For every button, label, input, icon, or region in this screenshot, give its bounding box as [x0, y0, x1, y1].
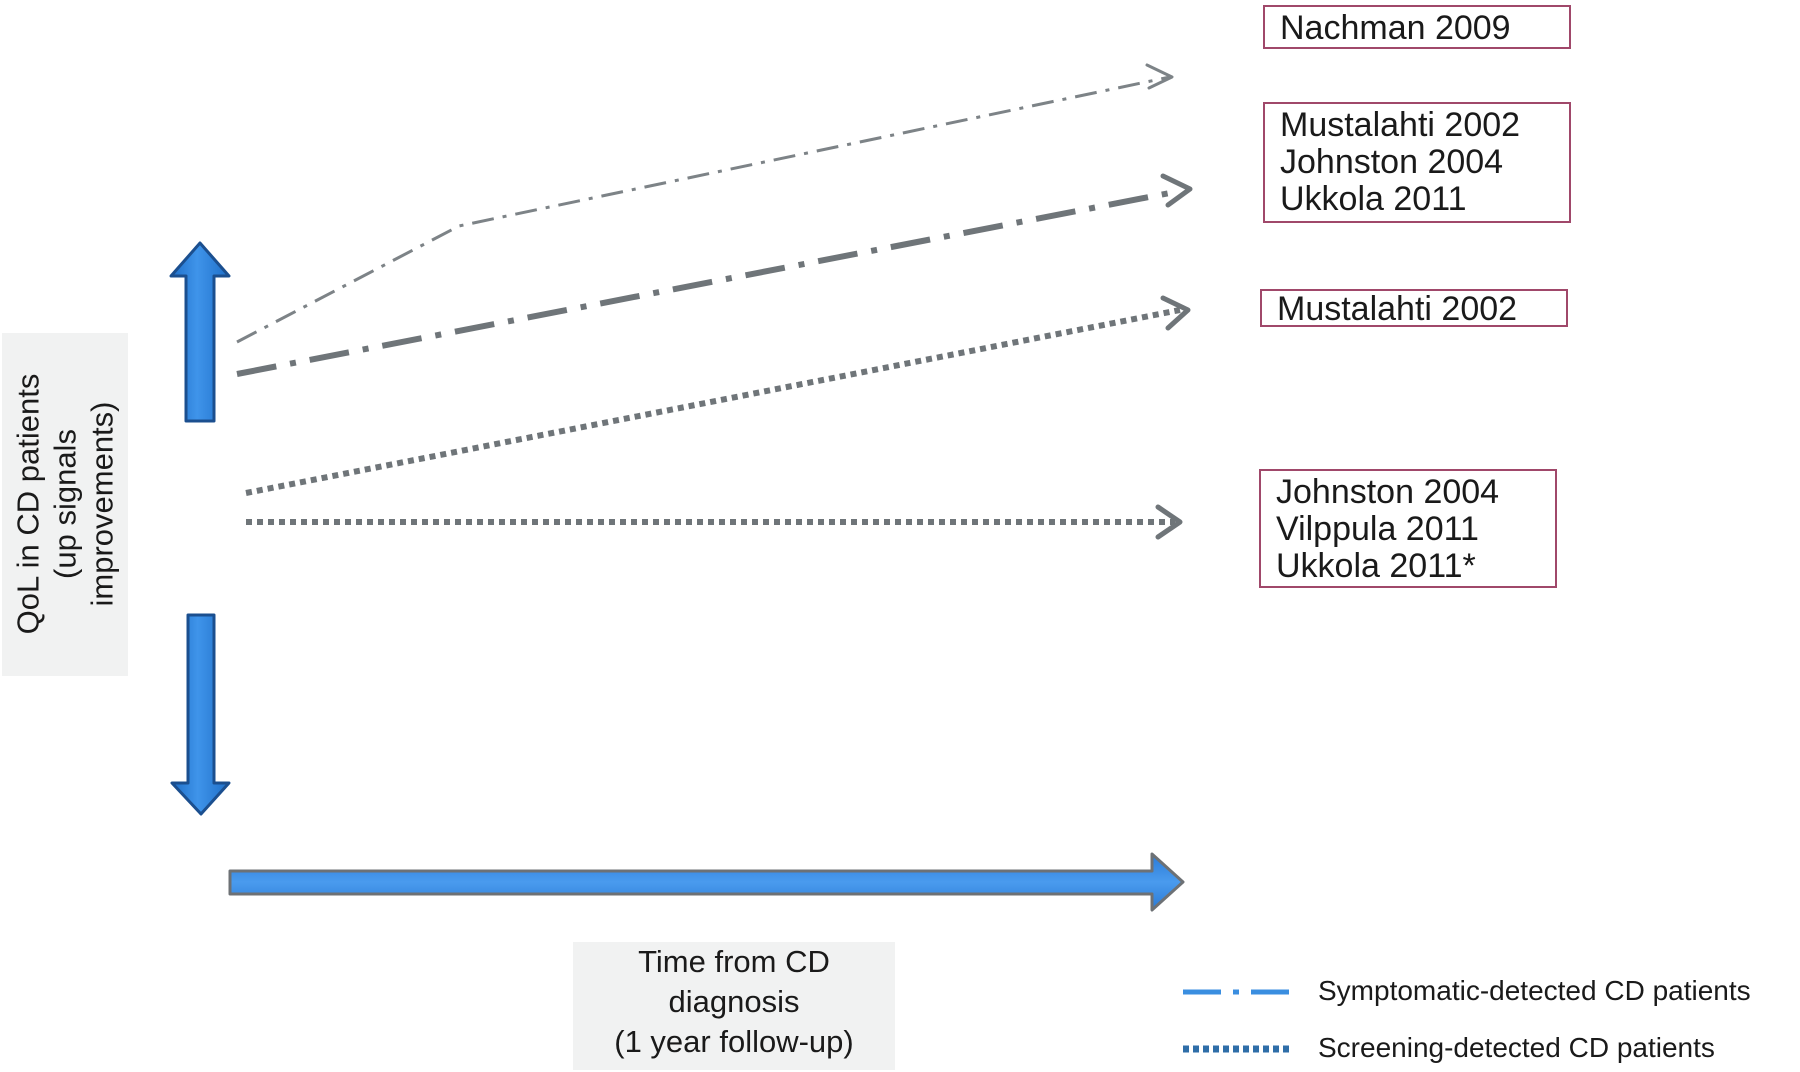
y-axis-label-line-3: improvements) [84, 401, 120, 607]
down-arrow-icon [170, 613, 231, 816]
trend-line-screening-rising [245, 295, 1191, 496]
study-label: Johnston 2004 [1280, 143, 1504, 181]
study-box-nachman: Nachman 2009 [1263, 5, 1571, 49]
study-label: Ukkola 2011 [1280, 180, 1467, 218]
trend-line-symptomatic-group [236, 173, 1193, 377]
y-axis-label-box: QoL in CD patients (up signals improveme… [2, 333, 128, 676]
study-label: Mustalahti 2002 [1280, 106, 1521, 144]
study-box-screening-flat: Johnston 2004 Vilppula 2011 Ukkola 2011* [1259, 469, 1557, 588]
time-axis-arrow [228, 852, 1185, 912]
y-axis-label: QoL in CD patients (up signals improveme… [10, 333, 121, 676]
y-axis-label-line-2: (up signals [47, 429, 83, 579]
study-label: Johnston 2004 [1276, 473, 1500, 511]
x-axis-label-line-1: Time from CD [638, 944, 830, 979]
study-label: Ukkola 2011* [1276, 547, 1476, 585]
trend-line-nachman-2009 [236, 63, 1174, 344]
study-label: Mustalahti 2002 [1277, 290, 1518, 328]
study-box-screening-rising: Mustalahti 2002 [1260, 289, 1568, 327]
trend-line-screening-flat [246, 504, 1183, 540]
legend-label-symptomatic: Symptomatic-detected CD patients [1318, 975, 1751, 1006]
y-axis-label-line-1: QoL in CD patients [10, 373, 46, 635]
x-axis-label-line-3: (1 year follow-up) [614, 1024, 854, 1059]
study-label: Vilppula 2011 [1276, 510, 1479, 548]
up-arrow-icon [169, 241, 231, 423]
study-box-symptomatic-group: Mustalahti 2002 Johnston 2004 Ukkola 201… [1263, 102, 1571, 223]
x-axis-label-box: Time from CD diagnosis (1 year follow-up… [573, 942, 895, 1070]
study-label: Nachman 2009 [1280, 9, 1511, 47]
legend-label-screening: Screening-detected CD patients [1318, 1032, 1715, 1063]
x-axis-label-line-2: diagnosis [668, 984, 800, 1019]
